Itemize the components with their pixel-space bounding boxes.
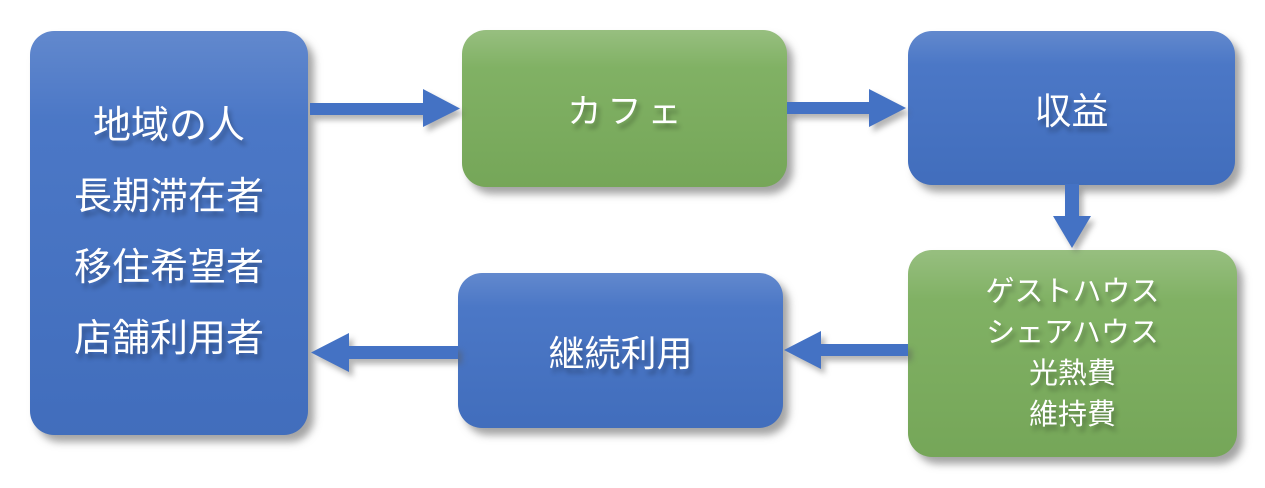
node-repeat-use: 継続利用 (458, 273, 783, 428)
node-audience: 地域の人 長期滞在者 移住希望者 店舗利用者 (30, 31, 308, 435)
arrow-audience-to-cafe (310, 89, 460, 127)
node-audience-line: 長期滞在者 (73, 176, 264, 218)
node-facilities: ゲストハウス シェアハウス 光熱費 維持費 (908, 250, 1237, 457)
node-audience-line: 地域の人 (92, 105, 245, 147)
arrow-cafe-to-revenue (787, 89, 906, 127)
node-audience-line: 移住希望者 (73, 247, 264, 289)
arrow-repeat-to-audience (311, 333, 458, 372)
arrow-facilities-to-repeat (784, 331, 908, 369)
node-repeat-use-label: 継続利用 (548, 332, 693, 374)
node-audience-line: 店舗利用者 (73, 318, 264, 360)
node-facilities-line: 光熱費 (1028, 357, 1116, 390)
node-revenue: 収益 (908, 31, 1235, 185)
node-facilities-line: シェアハウス (986, 316, 1159, 349)
node-cafe-label: カフェ (567, 93, 688, 131)
arrow-revenue-to-facilities (1053, 184, 1091, 248)
node-revenue-label: 収益 (1034, 91, 1109, 132)
node-facilities-line: ゲストハウス (985, 275, 1160, 308)
node-facilities-line: 維持費 (1028, 398, 1116, 431)
node-cafe: カフェ (462, 30, 787, 187)
